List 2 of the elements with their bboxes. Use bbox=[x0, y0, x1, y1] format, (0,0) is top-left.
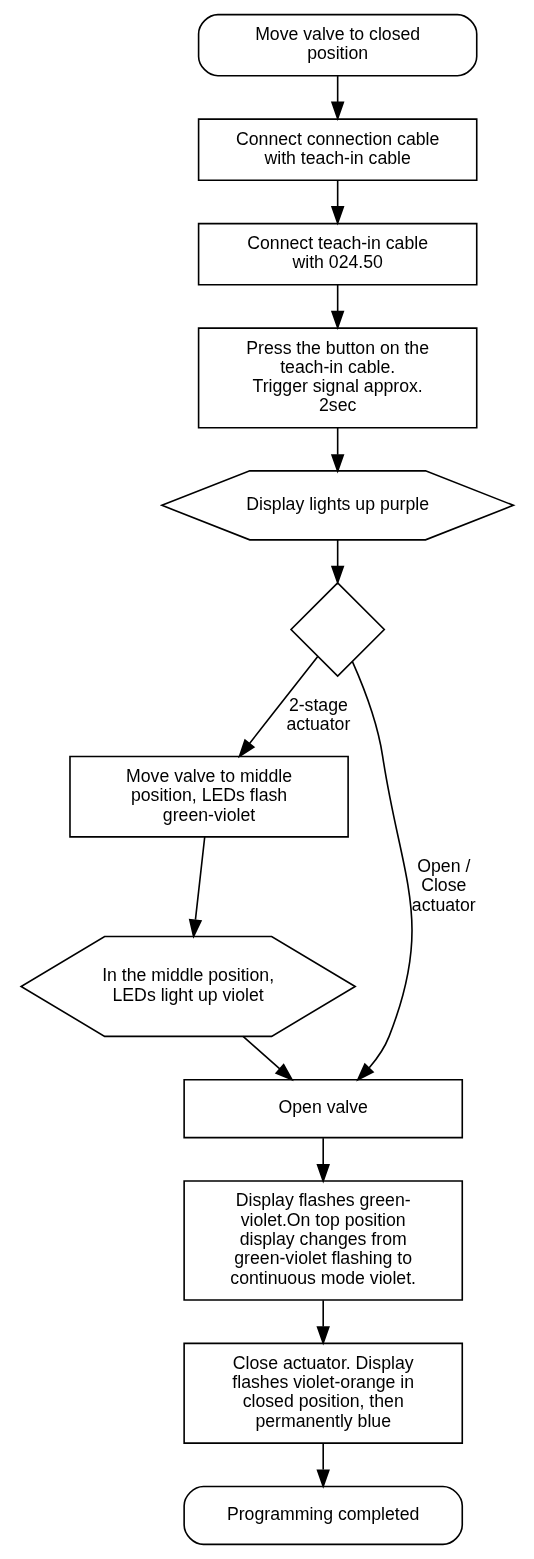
edge-label: Open / Close actuator bbox=[411, 855, 476, 915]
edge-label: 2-stage actuator bbox=[285, 695, 350, 735]
